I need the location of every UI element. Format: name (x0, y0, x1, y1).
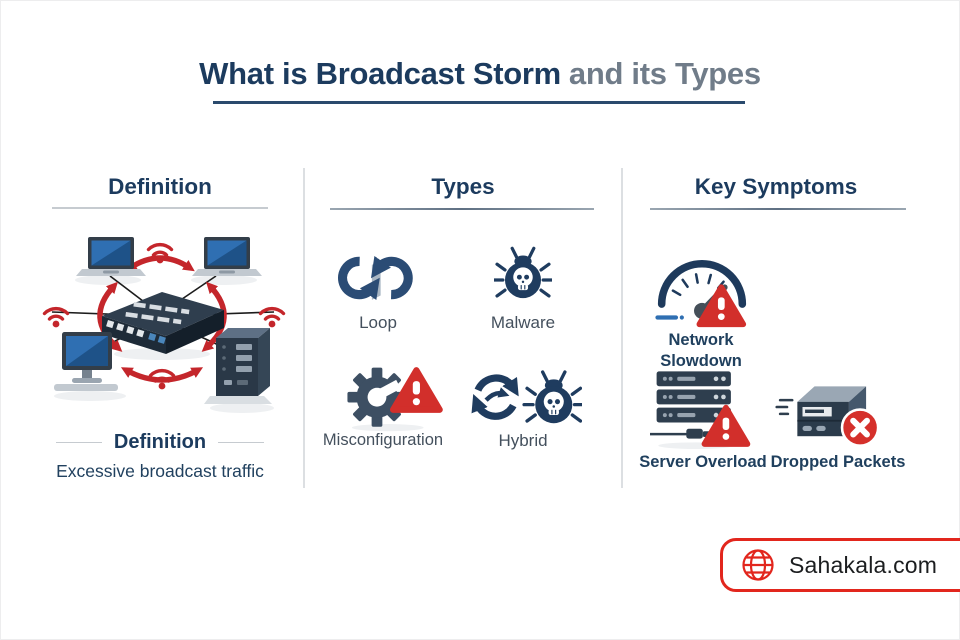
definition-caption-title: Definition (113, 431, 207, 453)
error-cross-icon (840, 408, 880, 447)
type-label-loop: Loop (359, 313, 397, 332)
speedometer-warning-icon (655, 259, 750, 336)
column-divider (303, 168, 305, 488)
definition-heading: Definition (108, 174, 212, 199)
network-switch-icon (102, 292, 224, 354)
definition-heading-underline (52, 207, 268, 209)
gear-warning-icon (347, 356, 447, 432)
symptom-label-server-overload: Server Overload (639, 453, 767, 471)
warning-triangle-icon (393, 370, 440, 409)
type-label-hybrid: Hybrid (498, 431, 548, 450)
globe-icon (742, 549, 774, 581)
definition-caption: Definition (40, 431, 280, 454)
key-symptoms-heading-underline (650, 208, 906, 211)
caption-dash (218, 441, 265, 444)
caption-dash (55, 441, 102, 444)
server-tower-icon (204, 328, 272, 404)
desktop-monitor-icon (54, 332, 118, 391)
server-stack-warning-icon (650, 371, 754, 449)
page-title-primary: What is Broadcast Storm (199, 56, 561, 91)
types-heading-underline (330, 208, 594, 211)
watermark-badge: Sahakala.com (720, 538, 960, 592)
key-symptoms-heading: Key Symptoms (694, 174, 858, 199)
column-divider (621, 168, 623, 488)
page-title-secondary: and its Types (568, 56, 761, 91)
laptop-icon (76, 237, 146, 276)
type-label-malware: Malware (490, 313, 556, 332)
broadcast-storm-network-diagram (42, 237, 286, 413)
definition-caption-text: Excessive broadcast traffic (56, 461, 264, 481)
laptop-icon (192, 237, 262, 276)
symptom-label-network-slowdown: Network Slowdown (660, 331, 742, 370)
type-label-misconfiguration: Misconfiguration (322, 431, 444, 449)
symptom-label-dropped-packets: Dropped Packets (770, 453, 906, 471)
watermark-text: Sahakala.com (789, 551, 938, 578)
types-heading: Types (431, 174, 495, 199)
hybrid-refresh-bug-icon (471, 370, 582, 425)
malware-bug-skull-icon (494, 246, 552, 300)
router-dropped-icon (775, 386, 880, 447)
loop-arrows-icon (337, 255, 413, 301)
title-underline (213, 101, 745, 104)
